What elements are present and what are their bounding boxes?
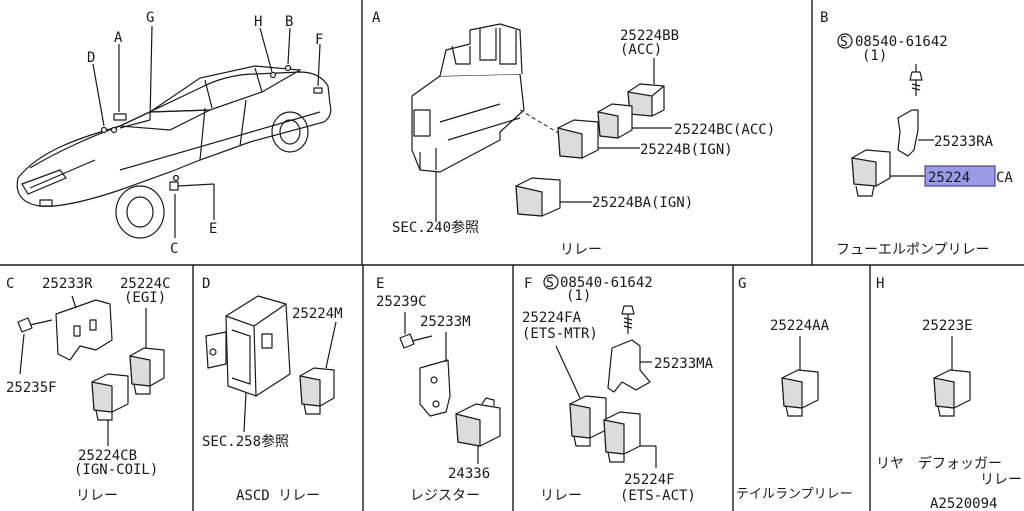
part-25224ca: 25224 bbox=[928, 170, 970, 186]
part-25224ba: 25224BA(IGN) bbox=[592, 195, 693, 211]
section-d-letter: D bbox=[202, 276, 210, 292]
section-f-caption: リレー bbox=[540, 488, 582, 504]
overview-panel: A G D H B F C E bbox=[16, 10, 332, 257]
callout-c: C bbox=[170, 241, 178, 257]
section-d: D 25224M SEC.258参照 ASCD リレー bbox=[202, 276, 343, 504]
section-h-letter: H bbox=[876, 276, 884, 292]
section-e: E 25239C 25233M 24336 レジスター bbox=[376, 276, 501, 504]
relay-25224c bbox=[129, 308, 165, 395]
section-g-letter: G bbox=[738, 276, 746, 292]
part-25224m: 25224M bbox=[292, 306, 343, 322]
screw-symbol-f: S bbox=[543, 274, 559, 291]
part-25224bc: 25224BC(ACC) bbox=[674, 122, 775, 138]
section-g: G 25224AA テイルランプリレー bbox=[736, 276, 853, 502]
callout-d: D bbox=[87, 50, 95, 66]
screw-symbol: S bbox=[837, 33, 853, 50]
part-25235f: 25235F bbox=[6, 380, 57, 396]
relay-25224cb bbox=[91, 373, 129, 446]
screw-part bbox=[909, 64, 923, 96]
part-25233ra: 25233RA bbox=[934, 134, 994, 150]
bracket-25233ra bbox=[897, 109, 934, 157]
section-d-ref: SEC.258参照 bbox=[202, 433, 289, 450]
part-25224cb-note: (IGN-COIL) bbox=[74, 462, 158, 478]
part-25239c: 25239C bbox=[376, 294, 427, 310]
part-25224b: 25224B(IGN) bbox=[640, 142, 733, 158]
part-25224f: 25224F bbox=[624, 472, 675, 488]
part-25224ca-suffix: CA bbox=[996, 170, 1013, 186]
section-b-letter: B bbox=[820, 10, 828, 26]
screw-part-f bbox=[621, 305, 635, 334]
section-f-screw-code: 08540-61642 bbox=[560, 275, 653, 291]
relay-25224bc bbox=[597, 103, 672, 139]
section-b-caption: フューエルポンプリレー bbox=[836, 242, 990, 258]
part-25224fa: 25224FA bbox=[522, 310, 582, 326]
bracket-25233r bbox=[55, 295, 113, 361]
section-h-caption-1: リヤ デフォッガー bbox=[876, 455, 1002, 472]
part-25224c-note: (EGI) bbox=[124, 290, 166, 306]
section-b: B S 08540-61642 (1) 25233RA 25224 CA フュー… bbox=[820, 10, 1013, 258]
section-f: F S 08540-61642 (1) 25224FA (ETS-MTR) 25… bbox=[522, 274, 714, 504]
part-25224fa-note: (ETS-MTR) bbox=[522, 326, 598, 342]
section-f-letter: F bbox=[524, 276, 532, 292]
relay-25223e bbox=[933, 336, 971, 417]
part-25233r: 25233R bbox=[42, 276, 93, 292]
section-c: C 25233R 25224C (EGI) 25235F 25224C bbox=[6, 276, 171, 504]
bracket-25233m bbox=[419, 332, 451, 417]
part-25224aa: 25224AA bbox=[770, 318, 830, 334]
relay-25224b bbox=[557, 119, 640, 159]
section-h-caption-2: リレー bbox=[980, 472, 1022, 488]
section-c-caption: リレー bbox=[76, 488, 118, 504]
bracket-25233ma bbox=[607, 339, 652, 393]
section-b-screw-qty: (1) bbox=[862, 48, 887, 64]
relay-25224ca bbox=[851, 149, 926, 197]
relay-25224fa bbox=[555, 345, 607, 447]
relay-box bbox=[411, 23, 525, 222]
projection-line bbox=[519, 109, 561, 135]
section-a-letter: A bbox=[372, 10, 381, 26]
part-25223e: 25223E bbox=[922, 318, 973, 334]
callout-h: H bbox=[254, 14, 262, 30]
section-f-screw-qty: (1) bbox=[566, 288, 591, 304]
callout-g: G bbox=[146, 10, 154, 26]
part-25224f-note: (ETS-ACT) bbox=[620, 488, 696, 504]
section-e-letter: E bbox=[376, 276, 384, 292]
section-c-letter: C bbox=[6, 276, 14, 292]
part-25233m: 25233M bbox=[420, 314, 471, 330]
section-d-caption: ASCD リレー bbox=[236, 488, 320, 504]
part-24336: 24336 bbox=[448, 466, 490, 482]
relay-25224ba bbox=[515, 177, 592, 217]
callout-a: A bbox=[114, 30, 123, 46]
part-25224bb: 25224BB bbox=[620, 28, 679, 44]
control-unit bbox=[205, 295, 291, 433]
part-25233ma: 25233MA bbox=[654, 356, 714, 372]
svg-text:S: S bbox=[546, 276, 554, 291]
highlight-25224 bbox=[924, 165, 996, 187]
callout-f: F bbox=[315, 32, 323, 48]
svg-text:S: S bbox=[840, 35, 848, 50]
section-b-screw-code: 08540-61642 bbox=[855, 34, 948, 50]
bolt-25235f bbox=[17, 317, 53, 375]
diagram-id: A2520094 bbox=[930, 496, 997, 511]
section-h: H 25223E リヤ デフォッガー リレー A2520094 bbox=[876, 276, 1022, 511]
part-25224cb: 25224CB bbox=[78, 448, 137, 464]
bolt-25239c bbox=[399, 312, 433, 349]
relay-25224f bbox=[603, 411, 657, 468]
resistor-24336 bbox=[455, 397, 501, 464]
relay-25224aa bbox=[781, 336, 819, 417]
section-e-caption: レジスター bbox=[410, 488, 480, 504]
callout-b: B bbox=[285, 14, 293, 30]
section-a-caption: リレー bbox=[560, 242, 602, 258]
part-25224bb-note: (ACC) bbox=[620, 42, 662, 58]
part-25224c: 25224C bbox=[120, 276, 171, 292]
relay-25224m bbox=[299, 321, 337, 415]
relay-25224bb bbox=[627, 58, 665, 117]
section-a: A SEC.240参照 bbox=[372, 10, 775, 258]
callout-e: E bbox=[209, 221, 217, 237]
section-g-caption: テイルランプリレー bbox=[736, 487, 853, 502]
section-a-ref: SEC.240参照 bbox=[392, 219, 479, 236]
callout-leaders bbox=[92, 25, 321, 238]
car-illustration bbox=[16, 64, 332, 239]
